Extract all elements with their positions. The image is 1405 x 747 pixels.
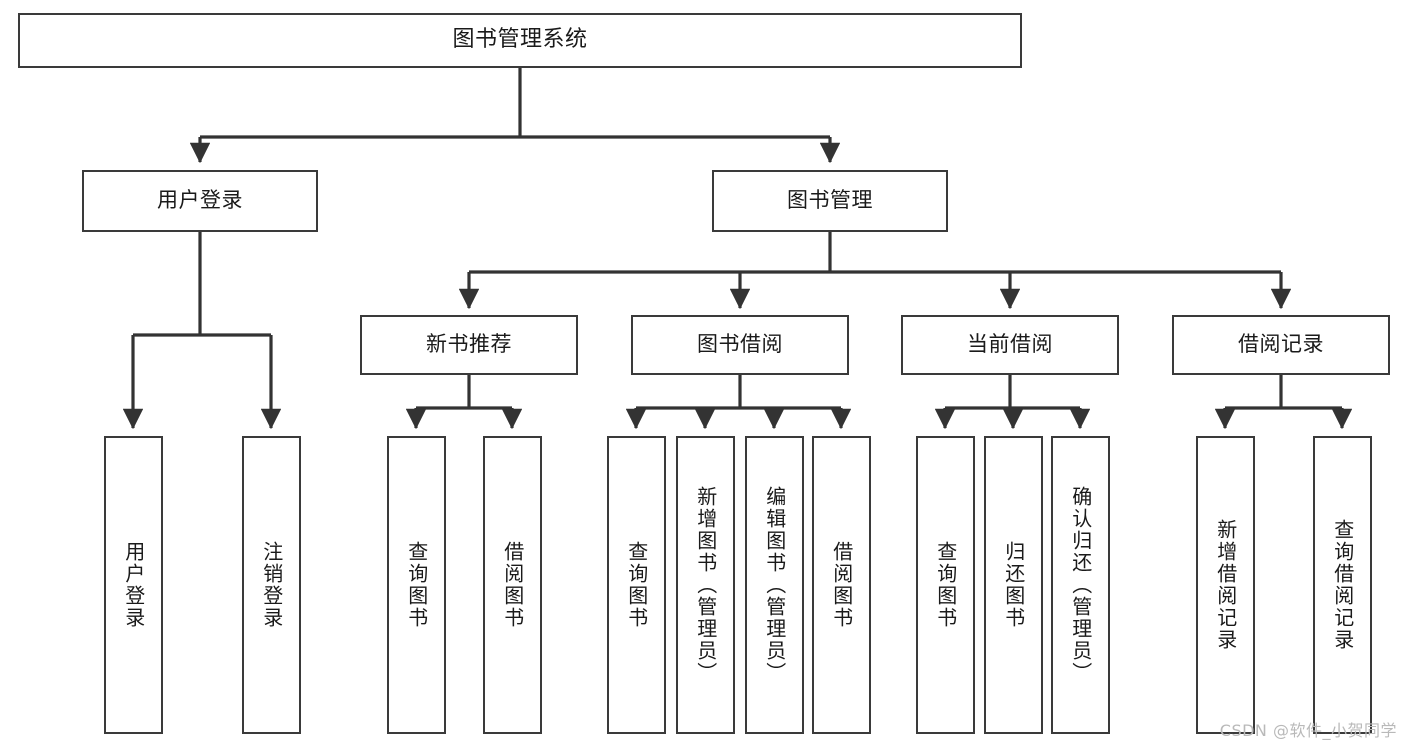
node-label: 用户登录 [121,541,146,629]
node-label: 新增图书（管理员） [693,486,718,684]
node-label: 查询借阅记录 [1330,519,1355,651]
node-leaf-new-book-query[interactable]: 查询图书 [387,436,446,734]
node-leaf-user-login-signout[interactable]: 注销登录 [242,436,301,734]
node-label: 用户登录 [157,188,243,213]
node-label: 查询图书 [933,541,958,629]
node-label: 借阅图书 [829,541,854,629]
node-leaf-current-borrow-return[interactable]: 归还图书 [984,436,1043,734]
node-label: 当前借阅 [967,332,1053,357]
node-leaf-borrow-record-query[interactable]: 查询借阅记录 [1313,436,1372,734]
node-leaf-book-borrow-borrow[interactable]: 借阅图书 [812,436,871,734]
node-leaf-book-borrow-query[interactable]: 查询图书 [607,436,666,734]
node-leaf-user-login-signin[interactable]: 用户登录 [104,436,163,734]
node-label: 确认归还（管理员） [1068,486,1093,684]
node-leaf-new-book-borrow[interactable]: 借阅图书 [483,436,542,734]
node-label: 借阅图书 [500,541,525,629]
node-leaf-current-borrow-confirm[interactable]: 确认归还（管理员） [1051,436,1110,734]
node-root-system[interactable]: 图书管理系统 [18,13,1022,68]
node-label: 注销登录 [259,541,284,629]
node-leaf-borrow-record-add[interactable]: 新增借阅记录 [1196,436,1255,734]
node-label: 归还图书 [1001,541,1026,629]
node-leaf-book-borrow-add[interactable]: 新增图书（管理员） [676,436,735,734]
node-label: 新书推荐 [426,332,512,357]
node-label: 图书管理系统 [452,27,588,53]
node-borrow-record[interactable]: 借阅记录 [1172,315,1390,375]
node-new-book-recommend[interactable]: 新书推荐 [360,315,578,375]
node-label: 编辑图书（管理员） [762,486,787,684]
node-label: 图书借阅 [697,332,783,357]
node-book-borrow[interactable]: 图书借阅 [631,315,849,375]
node-leaf-current-borrow-query[interactable]: 查询图书 [916,436,975,734]
node-user-login[interactable]: 用户登录 [82,170,318,232]
node-book-management[interactable]: 图书管理 [712,170,948,232]
node-leaf-book-borrow-edit[interactable]: 编辑图书（管理员） [745,436,804,734]
node-label: 查询图书 [624,541,649,629]
node-label: 查询图书 [404,541,429,629]
node-label: 新增借阅记录 [1213,519,1238,651]
node-label: 借阅记录 [1238,332,1324,357]
node-label: 图书管理 [787,188,873,213]
node-current-borrow[interactable]: 当前借阅 [901,315,1119,375]
